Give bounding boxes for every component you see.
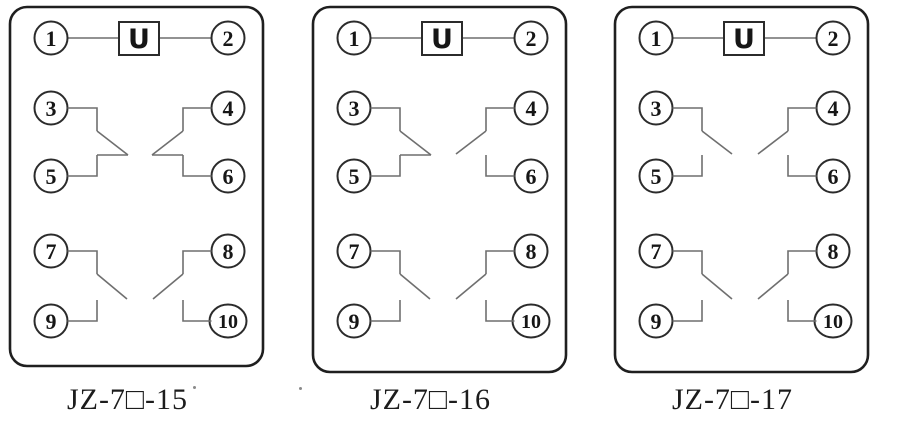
contact-fixed-lead: [485, 300, 515, 322]
contact-blade: [455, 130, 487, 155]
terminal-number-5: 5: [651, 164, 662, 189]
terminal-circle-1: [336, 20, 372, 56]
terminal-number-10: 10: [823, 311, 843, 333]
terminal-number-8: 8: [223, 239, 234, 264]
coil-symbol-text: U: [733, 24, 755, 55]
contact-lead: [182, 107, 212, 131]
terminal-number-9: 9: [349, 309, 360, 334]
contact-fixed-lead: [370, 300, 401, 322]
contact-blade: [757, 273, 789, 300]
contact-fixed-lead: [67, 155, 98, 177]
terminal-number-5: 5: [349, 164, 360, 189]
contact-fixed-lead: [182, 155, 212, 177]
contact-blade: [455, 273, 487, 300]
terminal-number-10: 10: [218, 311, 238, 333]
contact-lead: [672, 250, 703, 274]
contact-fixed-lead: [787, 155, 817, 177]
terminal-number-5: 5: [46, 164, 57, 189]
terminal-number-2: 2: [526, 26, 537, 51]
relay-diagram-svg: U 1 2 3 4 5 6 7 8 9 10: [613, 5, 870, 374]
relay-diagram-jz7-17: U 1 2 3 4 5 6 7 8 9 10 JZ-7□-17: [613, 0, 872, 428]
terminal-number-3: 3: [651, 96, 662, 121]
contact-blade: [96, 130, 129, 156]
relay-diagram-svg: U 1 2 3 4 5 6 7 8 9 10: [311, 5, 568, 374]
coil-symbol-text: U: [128, 24, 150, 55]
diagram-label: JZ-7□-16: [369, 383, 492, 416]
relay-outline: [311, 5, 568, 374]
terminal-circle-2: [513, 20, 549, 56]
contact-blade: [151, 130, 184, 156]
diagram-label: JZ-7□-17: [671, 383, 794, 416]
contact-lead: [485, 250, 515, 274]
terminal-number-1: 1: [46, 26, 57, 51]
terminal-number-10: 10: [521, 311, 541, 333]
contact-lead: [370, 250, 401, 274]
terminal-number-8: 8: [526, 239, 537, 264]
contact-lead: [787, 250, 817, 274]
contact-blade: [701, 273, 733, 300]
terminal-number-2: 2: [223, 26, 234, 51]
contact-fixed-lead: [672, 155, 703, 177]
contact-fixed-lead: [182, 300, 212, 322]
terminal-number-3: 3: [349, 96, 360, 121]
terminal-number-2: 2: [828, 26, 839, 51]
terminal-circle-2: [815, 20, 851, 56]
terminal-number-4: 4: [828, 96, 839, 121]
terminal-number-7: 7: [349, 239, 360, 264]
terminal-number-6: 6: [223, 164, 234, 189]
contact-fixed-lead: [485, 155, 515, 177]
terminal-number-8: 8: [828, 239, 839, 264]
relay-diagram-jz7-16: U 1 2 3 4 5 6 7 8 9 10 JZ-7□-16: [311, 0, 570, 428]
contact-fixed-lead: [370, 155, 401, 177]
contact-lead: [787, 107, 817, 131]
coil-symbol-box: [421, 21, 463, 56]
scan-speck: [193, 386, 196, 389]
contact-lead: [370, 107, 401, 131]
terminal-number-7: 7: [651, 239, 662, 264]
terminal-number-6: 6: [526, 164, 537, 189]
contact-fixed-lead: [787, 300, 817, 322]
terminal-number-9: 9: [651, 309, 662, 334]
coil-symbol-text: U: [431, 24, 453, 55]
coil-symbol-box: [723, 21, 765, 56]
contact-blade: [757, 130, 789, 155]
contact-fixed-lead: [672, 300, 703, 322]
contact-blade: [399, 130, 432, 156]
terminal-number-1: 1: [349, 26, 360, 51]
contact-blade: [96, 273, 128, 300]
coil-symbol-box: [118, 21, 160, 56]
scan-speck: [299, 387, 302, 390]
relay-outline: [8, 5, 265, 368]
relay-diagram-svg: U 1 2 3 4 5 6 7 8 9 10: [8, 5, 265, 368]
contact-lead: [182, 250, 212, 274]
terminal-number-4: 4: [526, 96, 537, 121]
terminal-number-3: 3: [46, 96, 57, 121]
contact-lead: [485, 107, 515, 131]
terminal-number-7: 7: [46, 239, 57, 264]
terminal-number-1: 1: [651, 26, 662, 51]
relay-diagram-jz7-15: U 1 2 3 4 5 6 7 8 9 10 JZ-7□-15: [8, 0, 267, 428]
terminal-circle-2: [210, 20, 246, 56]
contact-lead: [672, 107, 703, 131]
terminal-number-9: 9: [46, 309, 57, 334]
contact-blade: [701, 130, 733, 155]
terminal-number-4: 4: [223, 96, 234, 121]
terminal-circle-1: [638, 20, 674, 56]
terminal-number-6: 6: [828, 164, 839, 189]
contact-lead: [67, 250, 98, 274]
contact-blade: [152, 273, 184, 300]
diagram-label: JZ-7□-15: [66, 383, 189, 416]
terminal-circle-1: [33, 20, 69, 56]
contact-blade: [399, 273, 431, 300]
relay-outline: [613, 5, 870, 374]
contact-lead: [67, 107, 98, 131]
contact-fixed-lead: [67, 300, 98, 322]
